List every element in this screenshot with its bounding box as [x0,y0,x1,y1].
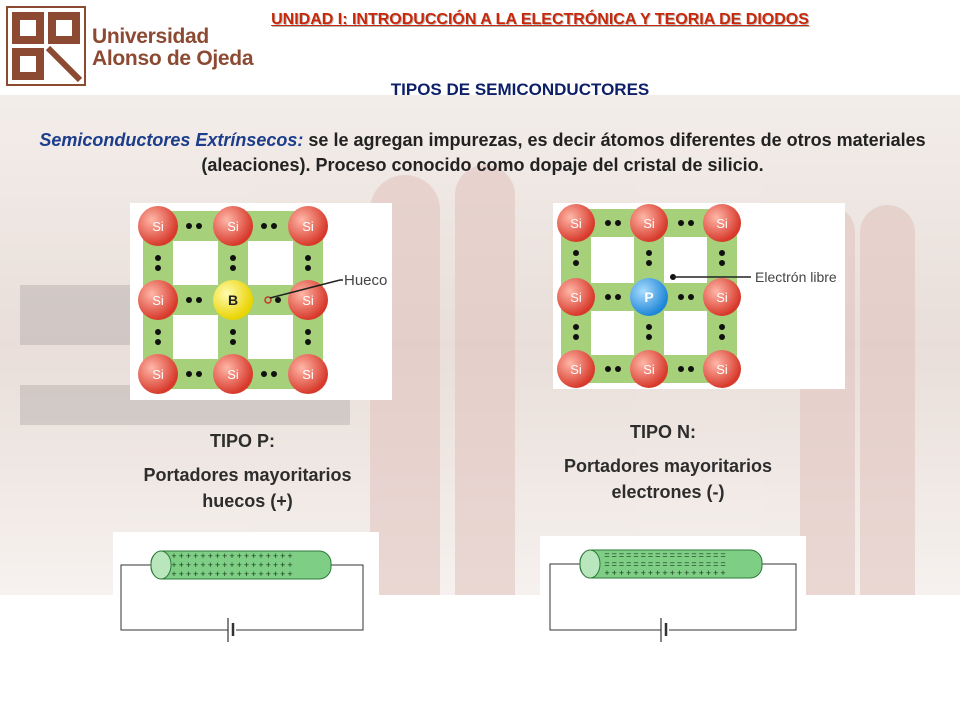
intro-paragraph: Semiconductores Extrínsecos: se le agreg… [30,128,935,178]
university-logo [6,6,86,86]
atom-label: Si [152,367,164,382]
electron-charges-row: ================= [604,559,727,569]
atom-label: Si [570,362,582,377]
atom-label: Si [570,216,582,231]
type-n-atoms [557,204,741,388]
type-n-title: TIPO N: [630,422,696,442]
type-n-lattice-diagram: Si Si Si Si Si Si Si Si P Electrón libre [557,204,837,388]
hole-callout: Hueco [344,272,387,289]
impurity-label: P [644,289,653,305]
intro-term: Semiconductores Extrínsecos: [39,130,304,150]
free-electron-callout: Electrón libre [755,269,837,285]
type-p-circuit-diagram: +++++++++++++++++ +++++++++++++++++ ++++… [120,550,364,642]
hole-charges-row: +++++++++++++++++ [171,551,294,561]
hole-charges-row: +++++++++++++++++ [171,560,294,570]
atom-label: Si [302,219,314,234]
atom-label: Si [643,362,655,377]
type-n-circuit-diagram: ================= ================= ++++… [549,549,797,642]
logo-line2: Alonso de Ojeda [92,47,254,70]
type-p-lattice-panel: Si Si Si Si Si Si Si Si B Hueco [130,203,392,400]
atom-label: Si [227,219,239,234]
type-p-lattice-diagram: Si Si Si Si Si Si Si Si B Hueco [138,206,387,394]
type-n-lattice-panel: Si Si Si Si Si Si Si Si P Electrón libre [553,203,845,389]
atom-label: Si [716,216,728,231]
university-name: Universidad Alonso de Ojeda [92,25,254,70]
unit-title: UNIDAD I: INTRODUCCIÓN A LA ELECTRÓNICA … [271,11,809,28]
type-n-caption: TIPO N: Portadores mayoritarios electron… [538,419,798,505]
type-p-atoms [138,206,328,394]
atom-label: Si [227,367,239,382]
type-n-desc2: electrones (-) [611,482,725,502]
electron-charges-row: ================= [604,550,727,560]
atom-label: Si [302,293,314,308]
logo-line1: Universidad [92,25,209,48]
type-p-desc1: Portadores mayoritarios [143,465,352,485]
type-n-circuit-panel: ================= ================= ++++… [540,536,806,648]
type-p-circuit-panel: +++++++++++++++++ +++++++++++++++++ ++++… [113,532,379,650]
atom-label: Si [152,219,164,234]
impurity-label: B [228,292,238,308]
hole-charges-row: +++++++++++++++++ [171,569,294,579]
atom-label: Si [716,290,728,305]
electron-charges-row: +++++++++++++++++ [604,568,727,578]
atom-label: Si [643,216,655,231]
type-n-desc1: Portadores mayoritarios [563,456,773,476]
type-p-desc2: huecos (+) [202,491,293,511]
atom-label: Si [716,362,728,377]
type-p-caption: TIPO P: Portadores mayoritarios huecos (… [120,428,375,514]
slide-subtitle: TIPOS DE SEMICONDUCTORES [390,80,650,99]
atom-label: Si [570,290,582,305]
atom-label: Si [152,293,164,308]
atom-label: Si [302,367,314,382]
intro-text: se le agregan impurezas, es decir átomos… [201,130,926,175]
type-p-title: TIPO P: [210,431,276,451]
